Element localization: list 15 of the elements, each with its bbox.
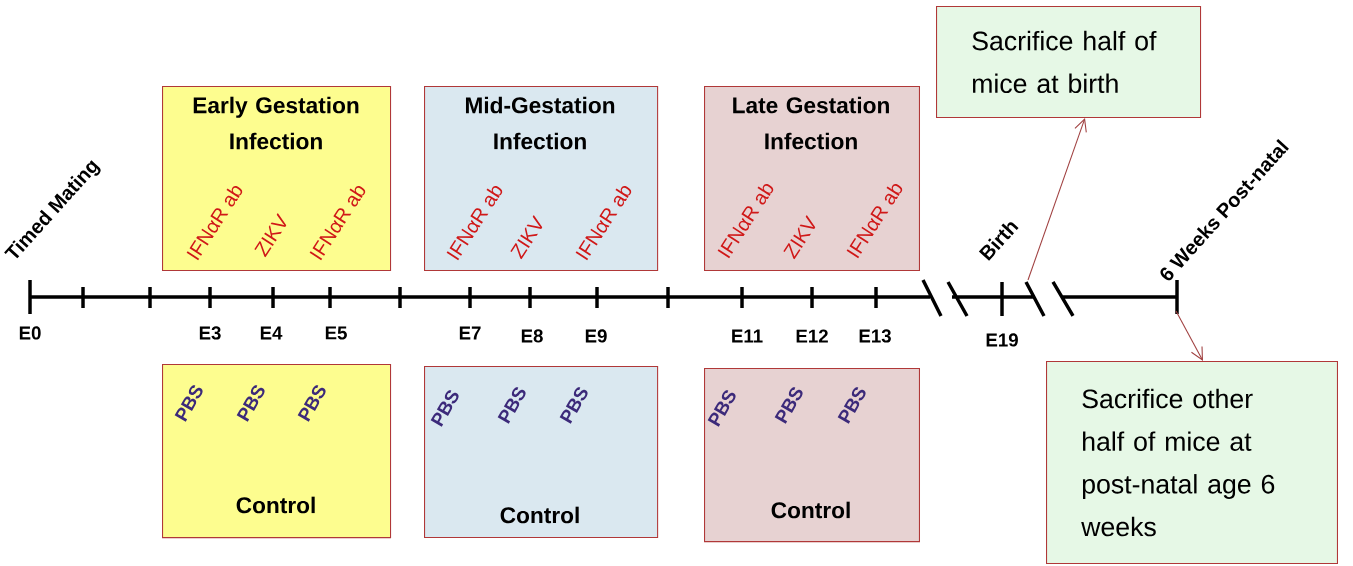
arrow (1027, 118, 1087, 281)
tick-label: E5 (325, 326, 347, 340)
arrow (1175, 310, 1203, 361)
tick-label: E12 (796, 329, 828, 343)
tick-label: E19 (986, 333, 1018, 347)
tick-label: E13 (859, 329, 891, 343)
tick-label: E9 (585, 329, 607, 343)
outcome-box: Sacrifice other half of mice at post-natal age 6 weeks (1046, 361, 1338, 565)
tick-label: E4 (260, 326, 283, 340)
tick-label: E0 (19, 326, 41, 340)
tick-label: E3 (199, 326, 221, 340)
tick-label: E11 (732, 329, 763, 343)
outcome-box: Sacrifice half of mice at birth (936, 6, 1202, 118)
tick-label: E7 (459, 326, 481, 340)
tick-label: E8 (521, 329, 543, 343)
